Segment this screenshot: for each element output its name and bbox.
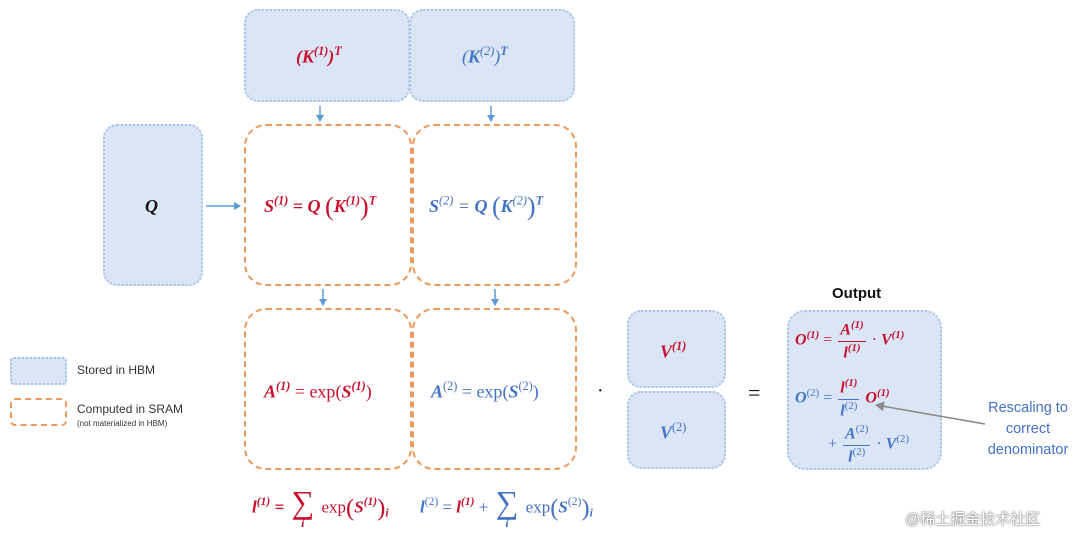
a2-sram-box (412, 308, 577, 470)
a2-equation: A(2) = exp(S(2)) (431, 379, 539, 402)
k2-transpose-box (409, 9, 575, 102)
legend-hbm-swatch (10, 357, 67, 385)
v2-label: V(2) (660, 420, 687, 443)
s2-equation: S(2) = Q (K(2))T (429, 192, 544, 221)
output-title: Output (832, 285, 882, 302)
a1-equation: A(1) = exp(S(1)) (264, 379, 372, 402)
l1-equation: l(1) = ∑i exp(S(1))i (252, 484, 389, 530)
o2-equation-second-term: + A(2) l(2) · V(2) (828, 423, 910, 466)
l2-equation: l(2) = l(1) + ∑i exp(S(2))i (420, 484, 593, 530)
v1-label: V(1) (660, 339, 687, 362)
k1-transpose-box (244, 9, 410, 102)
s2-sram-box (412, 124, 577, 286)
legend-hbm-label: Stored in HBM (77, 363, 156, 377)
o2-equation: O(2) = l(1) l(2) O(1) (795, 377, 890, 420)
rescaling-line-1: Rescaling to (988, 400, 1068, 416)
s1-equation: S(1) = Q (K(1))T (264, 192, 377, 221)
multiply-dot: · (597, 380, 604, 402)
v2-box (627, 391, 726, 469)
rescaling-line-3: denominator (987, 442, 1069, 458)
legend-sram-note: (not materialized in HBM) (77, 419, 168, 428)
q-label: Q (145, 196, 158, 216)
legend-sram-label: Computed in SRAM (77, 402, 184, 416)
o1-equation: O(1) = A(1) l(1) · V(1) (795, 319, 905, 362)
equals-sign: = (748, 380, 761, 405)
q-box (103, 124, 203, 286)
arrow-rescaling-note (875, 401, 986, 425)
output-box (787, 310, 942, 470)
legend-sram-swatch (10, 398, 67, 426)
watermark: @稀土掘金技术社区 (905, 511, 1041, 528)
k1-transpose-label: (K(1))T (296, 44, 342, 67)
rescaling-line-2: correct (1005, 421, 1051, 437)
rescaling-annotation: Rescaling to correct denominator (978, 398, 1078, 461)
s1-sram-box (244, 124, 412, 286)
v1-box (627, 310, 726, 388)
a1-sram-box (244, 308, 412, 470)
k2-transpose-label: (K(2))T (462, 44, 508, 67)
